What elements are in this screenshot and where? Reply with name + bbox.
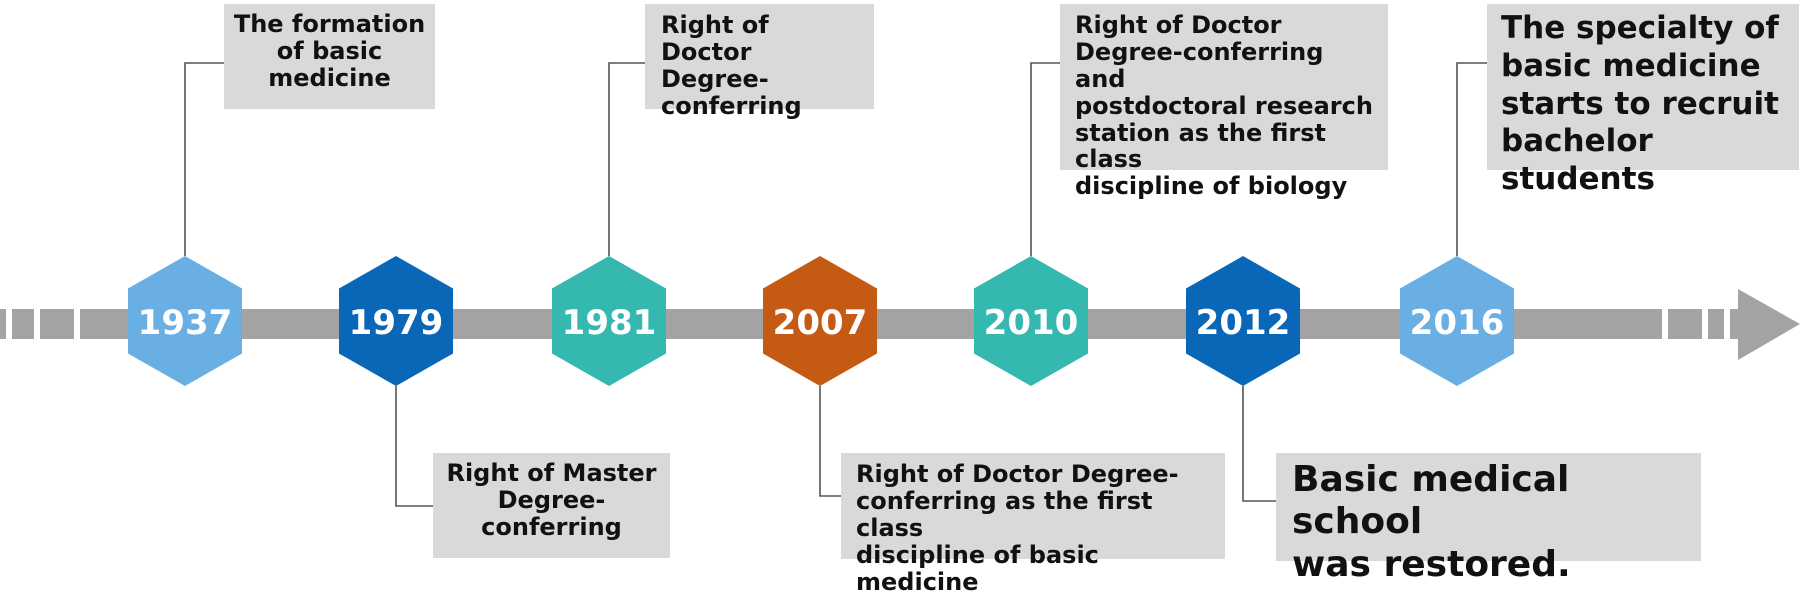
hexagon-1937: [128, 256, 242, 386]
hexagon-2007: [763, 256, 877, 386]
event-text-1981: Right of Doctor Degree- conferring: [661, 11, 802, 120]
year-label-2016: 2016: [1410, 303, 1505, 343]
axis-dash-1: [0, 309, 6, 339]
axis-dash-4: [1668, 309, 1702, 339]
axis-dash-5: [1708, 309, 1724, 339]
connector-2007: [819, 386, 841, 497]
year-label-1979: 1979: [349, 303, 444, 343]
event-text-2010: Right of Doctor Degree-conferring and po…: [1075, 11, 1373, 201]
event-box-1979: Right of Master Degree- conferring: [433, 453, 670, 558]
hexagon-1979: [339, 256, 453, 386]
hexagon-2010: [974, 256, 1088, 386]
axis-dash-6: [1730, 309, 1739, 339]
connector-2016: [1456, 62, 1487, 256]
connector-lines: [184, 62, 1487, 507]
axis-arrow-head: [1738, 289, 1800, 360]
event-box-2016: The specialty of basic medicine starts t…: [1487, 4, 1799, 197]
year-hexagons: 1937 1979 1981 2007 2010 2012 2016: [128, 256, 1514, 386]
event-box-2012: Basic medical school was restored.: [1276, 453, 1701, 585]
year-label-2007: 2007: [773, 303, 868, 343]
connector-1981: [608, 62, 645, 256]
hexagon-2012: [1186, 256, 1300, 386]
event-box-2010: Right of Doctor Degree-conferring and po…: [1060, 4, 1388, 200]
event-box-1937: The formation of basic medicine: [224, 4, 435, 109]
event-text-2012: Basic medical school was restored.: [1292, 459, 1571, 585]
timeline-diagram: 1937 1979 1981 2007 2010 2012 2016: [0, 62, 1800, 507]
event-text-1937: The formation of basic medicine: [233, 10, 426, 92]
hexagon-1981: [552, 256, 666, 386]
event-text-2007: Right of Doctor Degree- conferring as th…: [856, 460, 1179, 596]
year-label-1981: 1981: [562, 303, 657, 343]
event-text-1979: Right of Master Degree- conferring: [446, 459, 657, 541]
connector-1937: [184, 62, 224, 256]
year-label-2010: 2010: [984, 303, 1079, 343]
year-label-2012: 2012: [1196, 303, 1291, 343]
axis-dash-2: [12, 309, 34, 339]
axis-dash-3: [40, 309, 74, 339]
event-box-1981: Right of Doctor Degree- conferring: [645, 4, 874, 119]
event-text-2016: The specialty of basic medicine starts t…: [1501, 10, 1779, 198]
hexagon-2016: [1400, 256, 1514, 386]
connector-2010: [1030, 62, 1060, 256]
connector-2012: [1242, 386, 1276, 502]
event-box-2007: Right of Doctor Degree- conferring as th…: [841, 453, 1225, 595]
connector-1979: [395, 386, 433, 507]
year-label-1937: 1937: [138, 303, 233, 343]
